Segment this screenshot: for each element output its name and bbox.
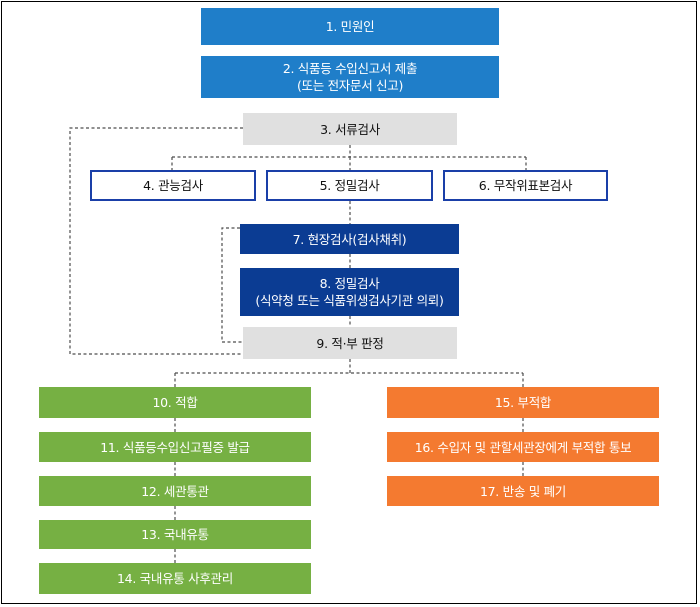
step-judgment-label: 9. 적·부 판정 <box>316 335 384 351</box>
connector-judgment-split <box>174 359 524 387</box>
step-fail: 15. 부적합 <box>387 387 659 418</box>
step-post-management-label: 14. 국내유통 사후관리 <box>117 571 233 586</box>
step-judgment: 9. 적·부 판정 <box>243 327 457 359</box>
step-field-inspection: 7. 현장검사(검사채취) <box>240 224 459 254</box>
step-fail-notification-label: 16. 수입자 및 관할세관장에게 부적합 통보 <box>414 439 632 455</box>
step-return-disposal: 17. 반송 및 폐기 <box>387 476 659 506</box>
step-domestic-distribution: 13. 국내유통 <box>39 520 311 549</box>
step-applicant: 1. 민원인 <box>201 8 499 45</box>
step-lab-precision-test-line2: (식약청 또는 식품위생검사기관 의뢰) <box>255 293 444 308</box>
step-certificate-issue-label: 11. 식품등수입신고필증 발급 <box>100 439 250 455</box>
step-post-management: 14. 국내유통 사후관리 <box>39 563 311 594</box>
step-document-review-label: 3. 서류검사 <box>320 121 380 137</box>
connector-review-branch <box>171 145 527 170</box>
step-applicant-label: 1. 민원인 <box>325 19 375 34</box>
step-domestic-distribution-label: 13. 국내유통 <box>141 527 209 542</box>
step-customs-clearance: 12. 세관통관 <box>39 476 311 506</box>
step-certificate-issue: 11. 식품등수입신고필증 발급 <box>39 432 311 462</box>
step-document-review: 3. 서류검사 <box>243 113 457 145</box>
connector-doc-review-loop <box>69 127 243 355</box>
step-lab-precision-test-line1: 8. 정밀검사 <box>319 276 380 291</box>
step-sensory-test-label: 4. 관능검사 <box>143 178 203 193</box>
step-fail-label: 15. 부적합 <box>494 395 552 410</box>
step-random-sampling: 6. 무작위표본검사 <box>443 170 608 201</box>
step-random-sampling-label: 6. 무작위표본검사 <box>478 178 573 193</box>
step-import-declaration-line1: 2. 식품등 수입신고서 제출 <box>282 61 418 76</box>
step-import-declaration-line2: (또는 전자문서 신고) <box>296 78 404 93</box>
step-customs-clearance-label: 12. 세관통관 <box>141 483 209 499</box>
step-fail-notification: 16. 수입자 및 관할세관장에게 부적합 통보 <box>387 432 659 462</box>
step-field-inspection-label: 7. 현장검사(검사채취) <box>292 231 407 247</box>
step-return-disposal-label: 17. 반송 및 폐기 <box>480 483 566 499</box>
step-pass: 10. 적합 <box>39 387 311 418</box>
step-lab-precision-test: 8. 정밀검사 (식약청 또는 식품위생검사기관 의뢰) <box>240 268 459 316</box>
step-pass-label: 10. 적합 <box>152 395 198 410</box>
step-precision-test: 5. 정밀검사 <box>266 170 433 201</box>
step-import-declaration: 2. 식품등 수입신고서 제출 (또는 전자문서 신고) <box>201 56 499 98</box>
step-sensory-test: 4. 관능검사 <box>90 170 256 201</box>
step-precision-test-label: 5. 정밀검사 <box>319 178 380 193</box>
